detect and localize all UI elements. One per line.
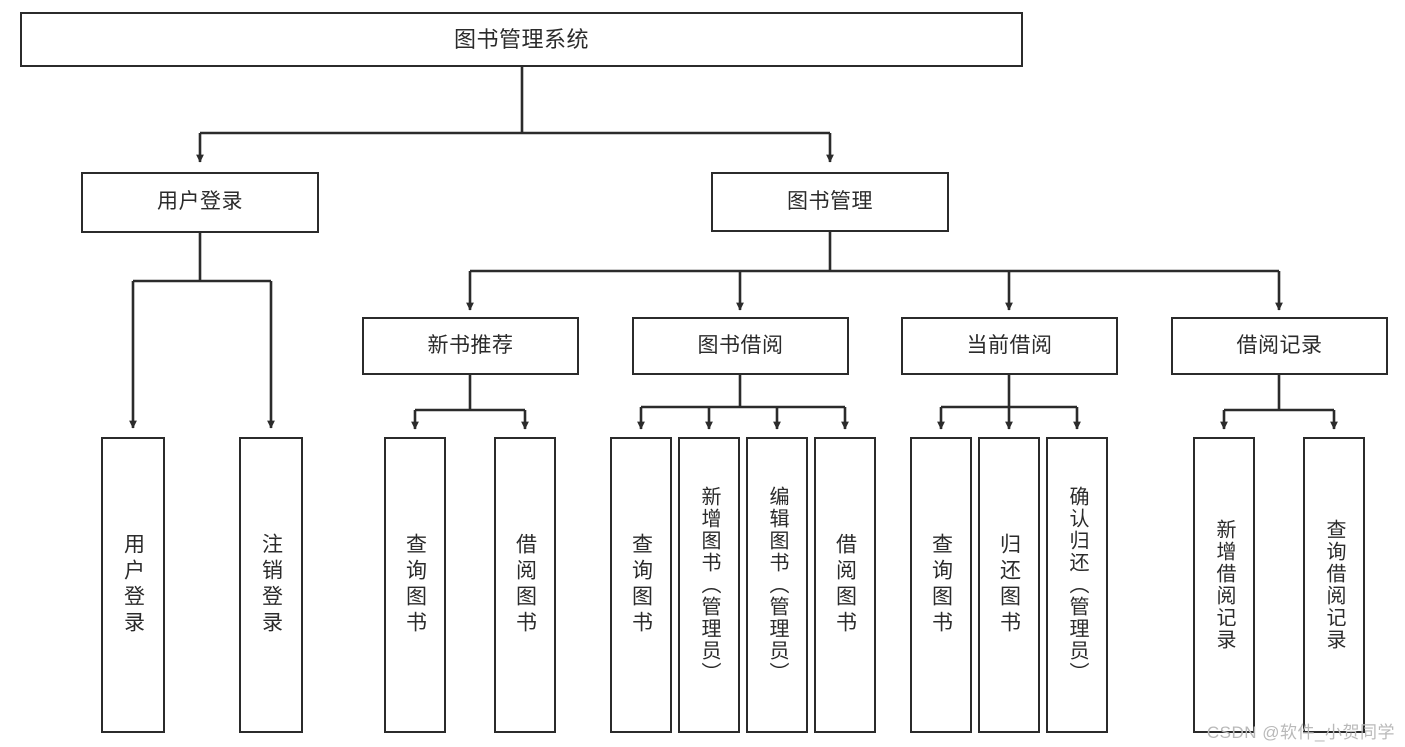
node-leaf-query-book-1[interactable]: 查询图书 — [384, 437, 446, 733]
node-current-borrow[interactable]: 当前借阅 — [901, 317, 1118, 375]
node-book-manage[interactable]: 图书管理 — [711, 172, 949, 232]
node-leaf-borrow-book-1-label: 借阅图书 — [513, 533, 537, 637]
node-leaf-user-login[interactable]: 用户登录 — [101, 437, 165, 733]
node-leaf-borrow-book-2-label: 借阅图书 — [833, 533, 857, 637]
node-leaf-borrow-book-2[interactable]: 借阅图书 — [814, 437, 876, 733]
node-borrow-record[interactable]: 借阅记录 — [1171, 317, 1388, 375]
node-leaf-borrow-book-1[interactable]: 借阅图书 — [494, 437, 556, 733]
node-book-manage-label: 图书管理 — [787, 189, 873, 213]
node-user-login-label: 用户登录 — [157, 190, 243, 214]
node-new-book-recommend-label: 新书推荐 — [427, 333, 514, 357]
csdn-watermark: CSDN @软件_小贺同学 — [1206, 723, 1395, 742]
node-leaf-add-book[interactable]: 新增图书（管理员） — [678, 437, 740, 733]
node-borrow-record-label: 借阅记录 — [1236, 333, 1323, 357]
node-new-book-recommend[interactable]: 新书推荐 — [362, 317, 579, 375]
node-root-label: 图书管理系统 — [453, 26, 589, 52]
node-leaf-edit-book-label: 编辑图书（管理员） — [766, 486, 788, 684]
node-leaf-confirm-return[interactable]: 确认归还（管理员） — [1046, 437, 1108, 733]
node-leaf-user-logout[interactable]: 注销登录 — [239, 437, 303, 733]
node-leaf-add-record-label: 新增借阅记录 — [1213, 519, 1235, 651]
node-leaf-query-record[interactable]: 查询借阅记录 — [1303, 437, 1365, 733]
node-leaf-confirm-return-label: 确认归还（管理员） — [1066, 486, 1088, 684]
node-current-borrow-label: 当前借阅 — [966, 333, 1053, 357]
node-leaf-query-book-3[interactable]: 查询图书 — [910, 437, 972, 733]
node-root-book-management-system[interactable]: 图书管理系统 — [20, 12, 1023, 67]
node-leaf-query-book-3-label: 查询图书 — [929, 533, 953, 637]
node-book-borrow-label: 图书借阅 — [697, 333, 784, 357]
node-leaf-user-logout-label: 注销登录 — [259, 533, 283, 637]
node-leaf-edit-book[interactable]: 编辑图书（管理员） — [746, 437, 808, 733]
node-leaf-user-login-label: 用户登录 — [121, 533, 145, 637]
node-leaf-return-book-label: 归还图书 — [997, 533, 1021, 637]
node-leaf-query-book-2-label: 查询图书 — [629, 533, 653, 637]
node-leaf-add-book-label: 新增图书（管理员） — [698, 486, 720, 684]
node-leaf-query-book-2[interactable]: 查询图书 — [610, 437, 672, 733]
node-leaf-query-record-label: 查询借阅记录 — [1323, 519, 1345, 651]
node-leaf-add-record[interactable]: 新增借阅记录 — [1193, 437, 1255, 733]
node-leaf-return-book[interactable]: 归还图书 — [978, 437, 1040, 733]
node-user-login[interactable]: 用户登录 — [81, 172, 319, 233]
node-leaf-query-book-1-label: 查询图书 — [403, 533, 427, 637]
node-book-borrow[interactable]: 图书借阅 — [632, 317, 849, 375]
